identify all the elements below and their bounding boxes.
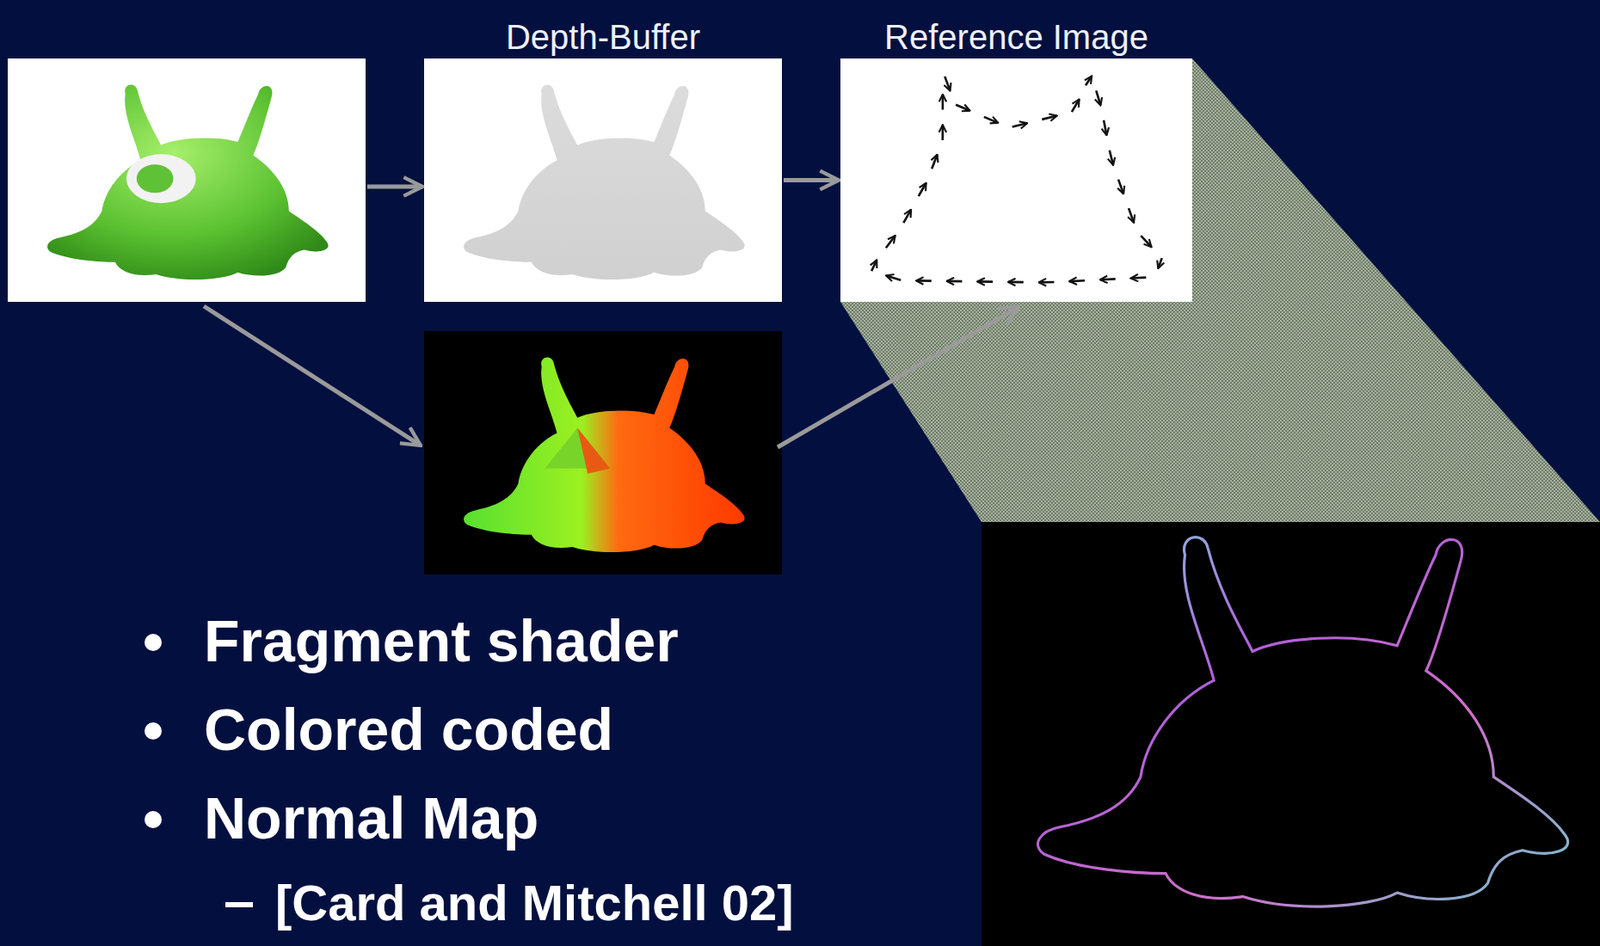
bullet-dot — [144, 633, 162, 652]
bullet-text: Colored coded — [203, 695, 614, 764]
bullet-dot — [144, 722, 162, 740]
sub-bullet-text: [Card and Mitchell 02] — [275, 874, 794, 933]
image-panel: Depth-Buffer — [424, 58, 782, 302]
sub-bullet-dash — [225, 902, 253, 908]
flow-arrow — [783, 178, 839, 183]
bullet-dot — [144, 811, 162, 829]
bullet-text: Fragment shader — [203, 607, 679, 675]
bullet-text: Normal Map — [203, 784, 539, 852]
image-panel: Reference Image — [840, 58, 1193, 302]
panel-heading: Reference Image — [884, 17, 1149, 57]
panel-heading: Depth-Buffer — [505, 17, 701, 57]
